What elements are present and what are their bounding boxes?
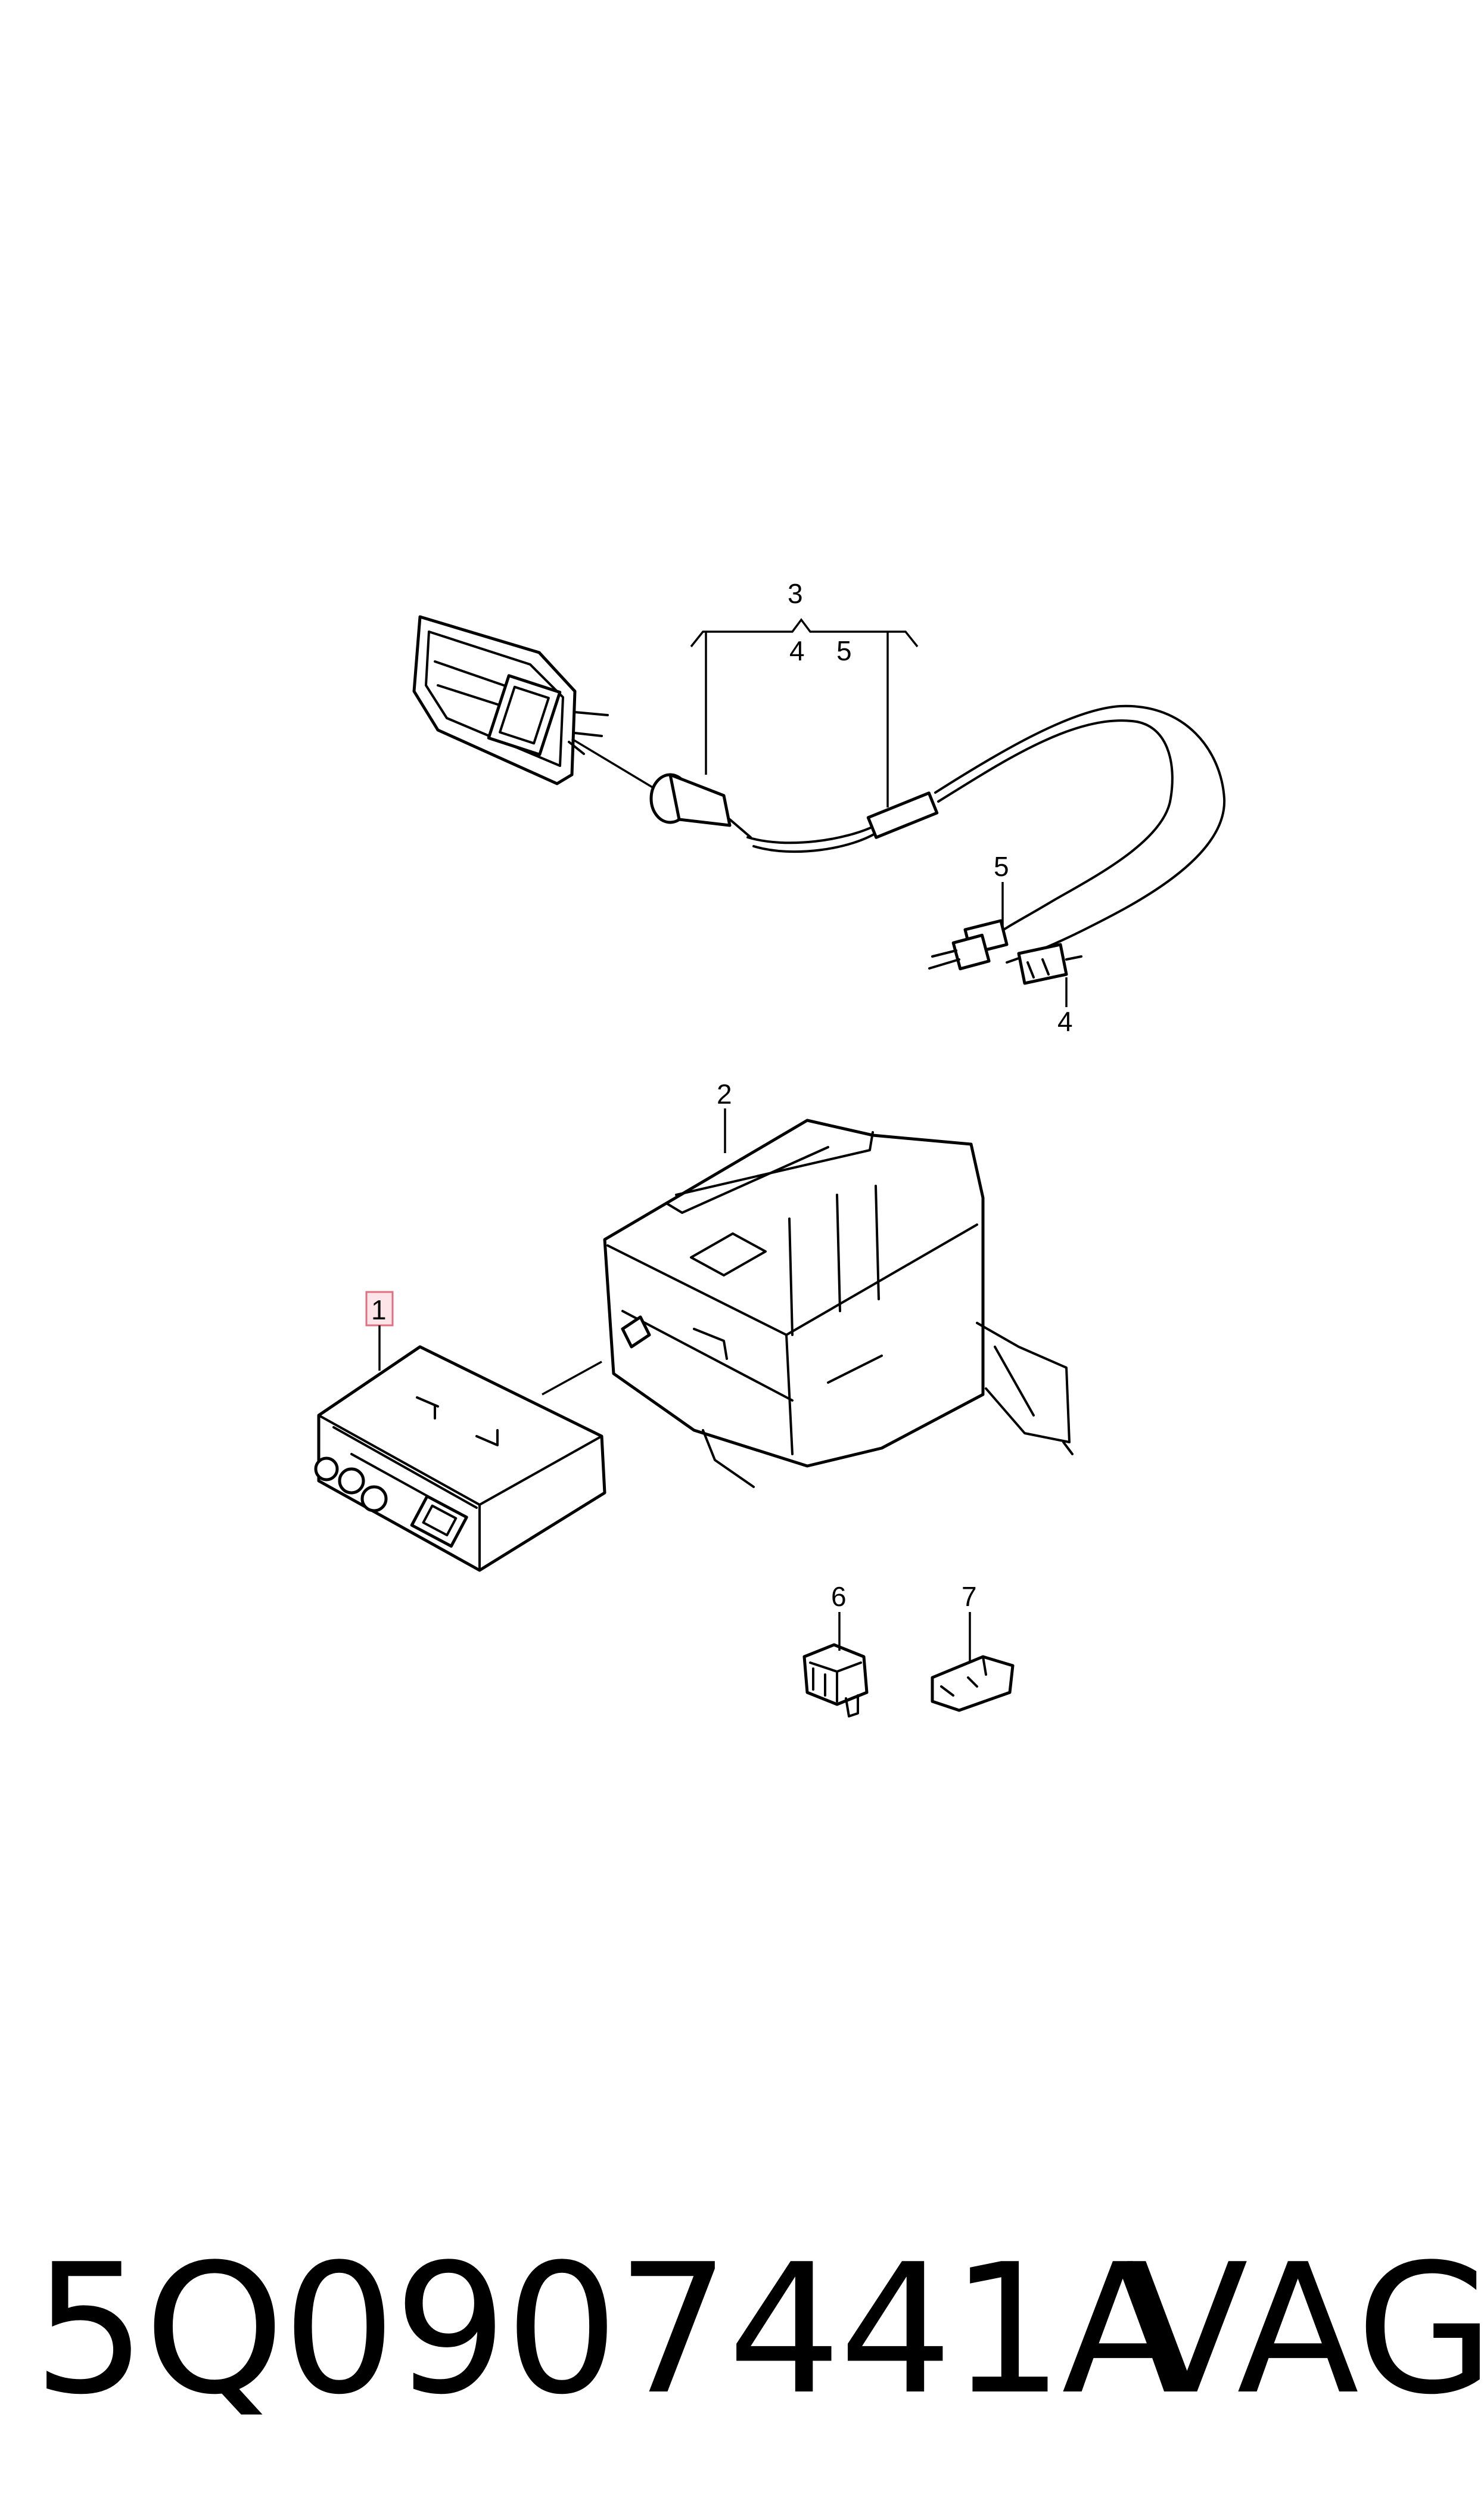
callout-7: 7 xyxy=(962,1581,977,1612)
callout-3-sub-4: 4 xyxy=(789,635,805,666)
coax-connector xyxy=(928,919,1009,971)
rear-camera-housing xyxy=(412,615,609,785)
flat-connector-plug xyxy=(1017,943,1082,985)
callout-3-bracket xyxy=(690,618,919,807)
callout-3: 3 xyxy=(788,578,803,609)
callout-5: 5 xyxy=(994,851,1009,882)
camera-control-unit xyxy=(314,1345,606,1572)
camera-cable-harness xyxy=(649,704,1226,964)
callout-3-sub-5: 5 xyxy=(836,635,852,666)
connector-clip xyxy=(802,1643,869,1717)
mounting-bracket xyxy=(603,1119,1074,1488)
footer: 5Q0907441A VAG xyxy=(0,2205,1484,2455)
callout-4: 4 xyxy=(1057,1006,1073,1037)
part-number: 5Q0907441A xyxy=(33,2226,1184,2434)
callout-1: 1 xyxy=(371,1294,387,1325)
retaining-clip xyxy=(931,1655,1015,1712)
callout-6: 6 xyxy=(831,1581,847,1612)
callout-2: 2 xyxy=(717,1079,732,1110)
brand-label: VAG xyxy=(1126,2226,1484,2434)
